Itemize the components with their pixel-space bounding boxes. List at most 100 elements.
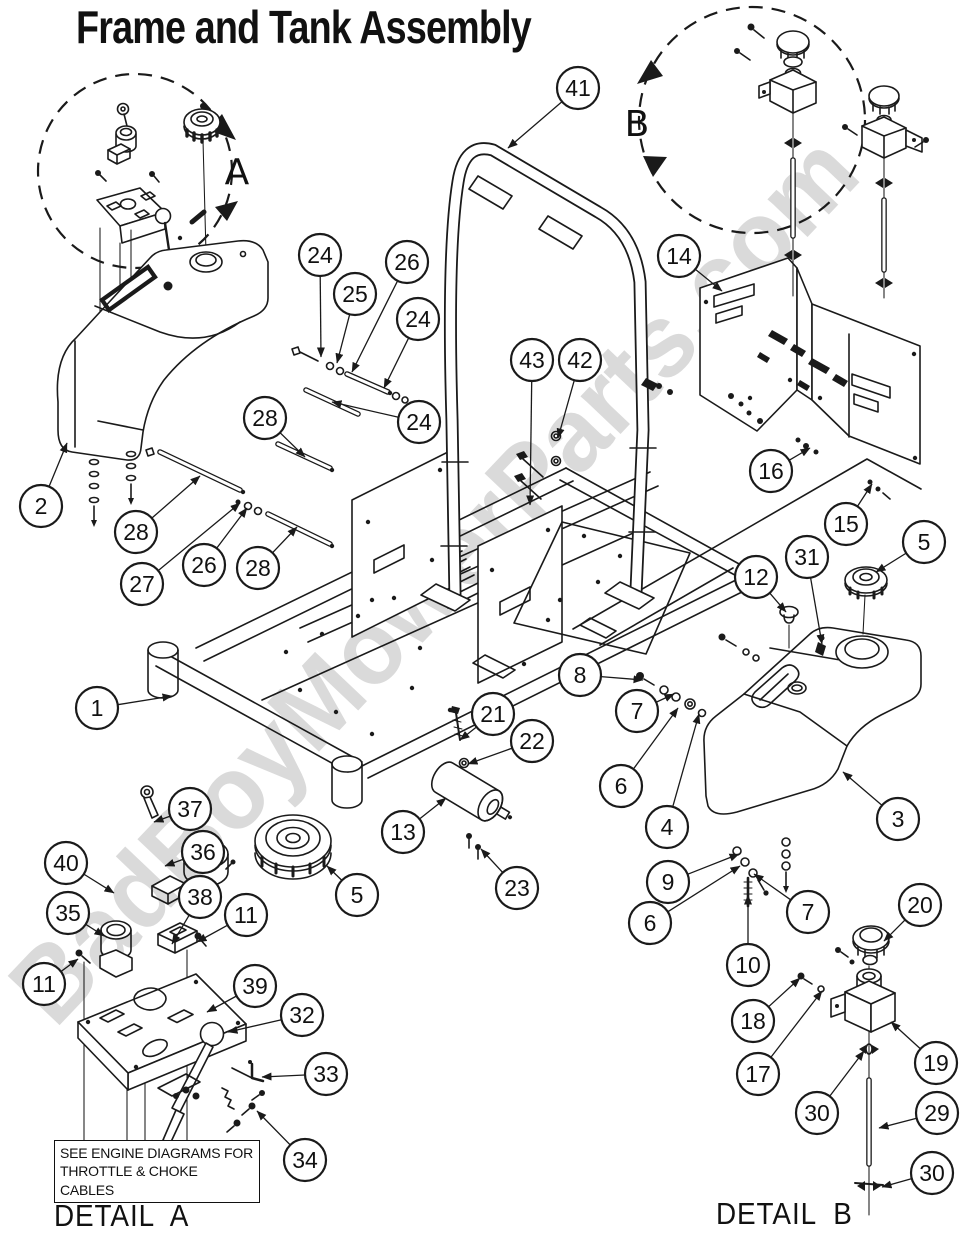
callout-33: 33 (261, 1051, 349, 1097)
callout-number-21: 21 (480, 701, 506, 727)
callout-circle-21 (470, 691, 516, 737)
callout-leader-26 (216, 507, 248, 549)
callout-number-28: 28 (123, 519, 149, 545)
callout-leader-17 (770, 990, 823, 1058)
fuel-cap-large-drawing (254, 814, 332, 880)
callout-leader-6 (667, 865, 741, 913)
callout-circle-33 (303, 1051, 349, 1097)
callout-number-20: 20 (907, 892, 933, 918)
callout-leader-15 (856, 483, 873, 507)
callout-26: 26 (351, 239, 430, 373)
callout-leader-31 (809, 577, 825, 645)
detail-a-caption: DETAIL A (54, 1198, 190, 1233)
callout-28: 28 (113, 475, 201, 555)
callout-leader-24 (316, 275, 325, 358)
callout-19: 19 (890, 1021, 959, 1086)
callout-30: 30 (881, 1150, 955, 1196)
callout-circle-42 (557, 337, 603, 383)
roll-bar-drawing (420, 142, 673, 612)
callout-number-8: 8 (574, 662, 587, 688)
callout-leader-40 (83, 873, 115, 894)
callout-5: 5 (326, 865, 380, 918)
callout-circle-43 (509, 337, 555, 383)
callout-9: 9 (645, 853, 740, 905)
callout-number-24: 24 (406, 409, 432, 435)
callout-number-12: 12 (743, 564, 769, 590)
fuel-valve-assembly-2 (842, 85, 929, 299)
callout-number-6: 6 (615, 773, 628, 799)
callout-37: 37 (153, 786, 213, 832)
callout-circle-20 (897, 882, 943, 928)
callout-13: 13 (380, 797, 447, 855)
fuel-valve-detail-b-drawing (797, 925, 896, 1216)
callout-circle-18 (730, 998, 776, 1044)
mounting-rods-hardware (145, 346, 409, 549)
callout-number-27: 27 (129, 571, 155, 597)
callout-leader-2 (48, 442, 68, 487)
callout-leader-16 (788, 447, 811, 461)
callout-leader-19 (890, 1021, 921, 1050)
callout-36: 36 (164, 829, 226, 875)
callout-22: 22 (467, 718, 555, 765)
page-title: Frame and Tank Assembly (76, 1, 532, 53)
shift-lever-drawing (77, 973, 265, 1145)
callout-number-37: 37 (177, 796, 203, 822)
callout-number-18: 18 (740, 1008, 766, 1034)
callout-circle-15 (823, 501, 869, 547)
callout-leader-6 (632, 707, 679, 770)
callout-number-30: 30 (919, 1160, 945, 1186)
ignition-panel-parts (95, 102, 221, 457)
callout-number-6: 6 (644, 910, 657, 936)
callout-circle-41 (555, 65, 601, 111)
callout-number-39: 39 (242, 973, 268, 999)
callout-number-30: 30 (804, 1100, 830, 1126)
callout-number-32: 32 (289, 1002, 315, 1028)
callout-circle-11 (21, 961, 67, 1007)
callout-43: 43 (509, 337, 555, 506)
callout-leader-33 (261, 1072, 306, 1081)
callout-number-4: 4 (661, 814, 674, 840)
callout-leader-5 (326, 865, 343, 881)
callout-leader-27 (157, 502, 241, 572)
callout-17: 17 (735, 990, 823, 1097)
callout-leader-30 (881, 1178, 912, 1189)
callout-14: 14 (656, 233, 723, 292)
callout-number-34: 34 (292, 1147, 318, 1173)
callout-circle-19 (913, 1040, 959, 1086)
callout-circle-14 (656, 233, 702, 279)
callout-41: 41 (507, 65, 601, 149)
note-box: SEE ENGINE DIAGRAMS FOR THROTTLE & CHOKE… (54, 1140, 260, 1204)
callout-leader-22 (467, 747, 513, 765)
callout-leader-35 (85, 923, 105, 937)
callout-leader-39 (206, 995, 237, 1013)
callout-leader-26 (351, 280, 399, 373)
callout-leader-14 (694, 268, 723, 292)
callout-24: 24 (331, 399, 442, 445)
callout-number-35: 35 (55, 900, 81, 926)
callout-circle-5 (334, 872, 380, 918)
callout-number-9: 9 (662, 869, 675, 895)
callout-leader-20 (883, 919, 906, 942)
callout-circle-9 (645, 859, 691, 905)
callout-39: 39 (206, 963, 278, 1013)
callout-leader-32 (227, 1019, 282, 1034)
callout-number-10: 10 (735, 952, 761, 978)
callout-30: 30 (794, 1050, 865, 1136)
callout-20: 20 (883, 882, 943, 942)
callout-circle-24 (297, 232, 343, 278)
callout-6: 6 (598, 707, 679, 809)
callout-34: 34 (256, 1110, 328, 1183)
callout-leader-23 (480, 848, 504, 874)
callout-5: 5 (875, 519, 947, 573)
callout-circle-38 (177, 874, 223, 920)
callout-circle-6 (627, 900, 673, 946)
callout-number-29: 29 (924, 1100, 950, 1126)
callout-leader-3 (842, 771, 883, 806)
callout-11: 11 (196, 892, 269, 943)
detail-a-circle (36, 72, 238, 270)
fuel-valve-assembly-1 (734, 23, 817, 297)
callout-16: 16 (748, 447, 811, 494)
callout-number-25: 25 (342, 281, 368, 307)
